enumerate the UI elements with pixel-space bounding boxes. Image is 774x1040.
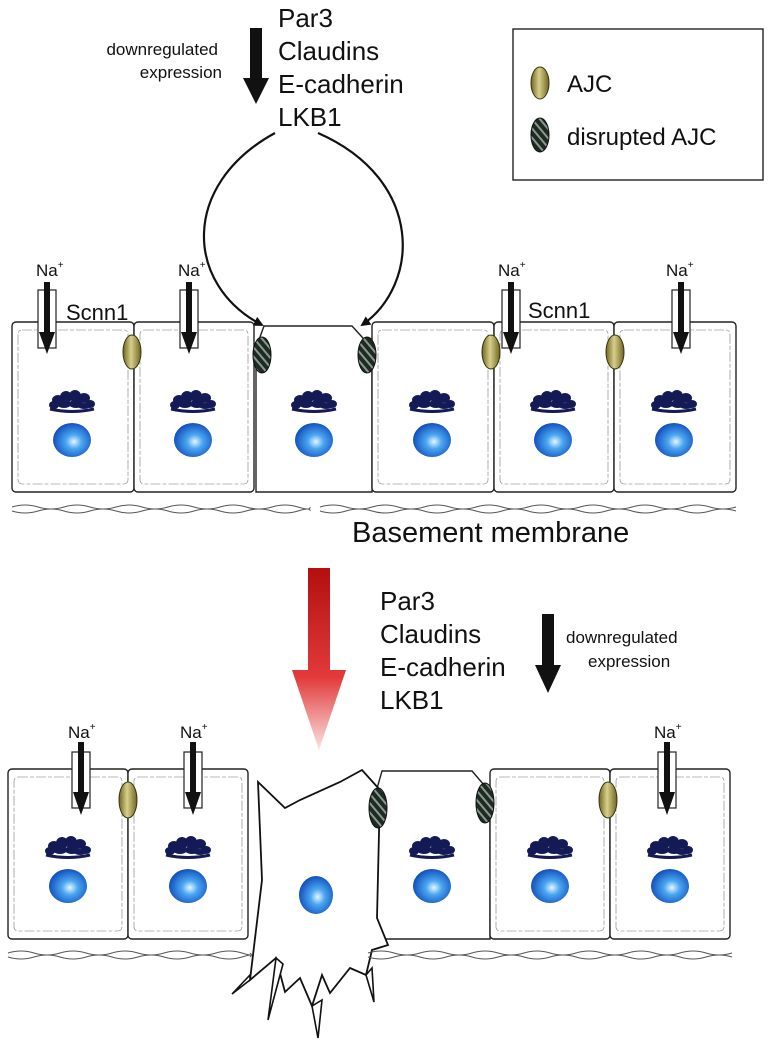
legend-disrupted-ajc-icon (530, 117, 550, 153)
top-protein-list: Par3 Claudins E-cadherin LKB1 (278, 3, 404, 132)
golgi (409, 390, 455, 413)
sodium-channel: Na+ (36, 260, 64, 354)
bottom-protein-lkb1: LKB1 (380, 685, 444, 715)
disrupted-ajc (475, 782, 495, 824)
legend: AJC disrupted AJC (512, 28, 764, 181)
bottom-protein-claudins: Claudins (380, 619, 481, 649)
nucleus (295, 423, 333, 457)
bottom-protein-par3: Par3 (380, 586, 435, 616)
top-protein-par3: Par3 (278, 3, 333, 33)
cell-disrupted (255, 325, 373, 493)
nucleus (655, 423, 693, 457)
nucleus (174, 423, 212, 457)
na-label: Na+ (498, 260, 526, 280)
cell-disrupted (375, 770, 491, 940)
top-downregulated-line2: expression (140, 63, 222, 82)
na-label: Na+ (178, 260, 206, 280)
sodium-channel: Na+ (666, 260, 694, 354)
bottom-organelles (45, 836, 693, 903)
nucleus (53, 423, 91, 457)
legend-box (512, 28, 764, 181)
nucleus (531, 869, 569, 903)
bottom-protein-list: Par3 Claudins E-cadherin LKB1 (380, 586, 506, 715)
bottom-downregulated-line1: downregulated (566, 628, 678, 647)
na-label: Na+ (666, 260, 694, 280)
nucleus (651, 869, 689, 903)
sodium-channel: Na+ (498, 260, 526, 354)
legend-ajc-label: AJC (567, 71, 612, 98)
ajc (605, 334, 625, 370)
bottom-downregulated-label: downregulated expression (566, 628, 678, 671)
top-protein-lkb1: LKB1 (278, 102, 342, 132)
disrupted-ajc (357, 336, 377, 374)
cell (7, 768, 129, 940)
ajc (122, 334, 142, 370)
curved-arrow-left (202, 132, 276, 326)
golgi (530, 390, 576, 413)
bottom-down-arrow (535, 614, 561, 693)
golgi (165, 836, 211, 859)
sodium-channel: Na+ (180, 722, 208, 815)
top-basement-membrane (11, 504, 737, 514)
mesenchymal-nucleus (299, 876, 333, 914)
curved-arrow-right (317, 131, 404, 327)
top-protein-claudins: Claudins (278, 36, 379, 66)
bottom-basement-membrane (7, 950, 733, 960)
nucleus (413, 423, 451, 457)
golgi (527, 836, 573, 859)
cell (489, 768, 611, 940)
top-organelles (49, 390, 697, 457)
legend-ajc-icon (530, 66, 550, 100)
na-label: Na+ (180, 722, 208, 742)
golgi (409, 836, 455, 859)
scnn1-label-left: Scnn1 (66, 300, 128, 325)
sodium-channel: Na+ (68, 722, 96, 815)
ajc (481, 334, 501, 370)
disrupted-ajc (252, 336, 272, 374)
ajc (118, 781, 138, 819)
bottom-downregulated-line2: expression (588, 652, 670, 671)
top-protein-ecadherin: E-cadherin (278, 69, 404, 99)
na-label: Na+ (36, 260, 64, 280)
golgi (45, 836, 91, 859)
disrupted-ajc (368, 787, 388, 829)
nucleus (534, 423, 572, 457)
bottom-sodium-channels: Na+ Na+ Na+ (68, 722, 682, 815)
emt-arrow (292, 568, 346, 750)
golgi (49, 390, 95, 413)
top-sodium-channels: Na+ Na+ Na+ Na+ Scnn1 Scnn1 (36, 260, 694, 354)
ajc (598, 781, 618, 819)
na-label: Na+ (68, 722, 96, 742)
golgi (647, 836, 693, 859)
nucleus (169, 869, 207, 903)
legend-disrupted-ajc-label: disrupted AJC (567, 124, 716, 151)
top-downregulated-label: downregulated expression (106, 40, 222, 82)
nucleus (413, 869, 451, 903)
top-downregulated-line1: downregulated (106, 40, 218, 59)
golgi (291, 390, 337, 413)
bottom-epithelium (7, 768, 731, 1039)
nucleus (49, 869, 87, 903)
bottom-protein-ecadherin: E-cadherin (380, 652, 506, 682)
scnn1-label-right: Scnn1 (528, 298, 590, 323)
sodium-channel: Na+ (178, 260, 206, 354)
top-epithelium (11, 321, 737, 493)
na-label: Na+ (654, 722, 682, 742)
sodium-channel: Na+ (654, 722, 682, 815)
basement-membrane-label: Basement membrane (352, 517, 629, 549)
golgi (170, 390, 216, 413)
top-down-arrow (243, 28, 269, 104)
golgi (651, 390, 697, 413)
